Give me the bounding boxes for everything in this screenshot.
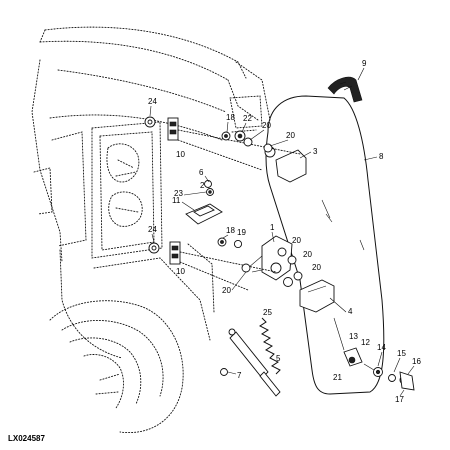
callout-25: 25 [263, 308, 272, 317]
callout-2: 2 [200, 181, 205, 190]
callout-20-upper-b: 20 [286, 131, 295, 140]
callout-4: 4 [348, 307, 353, 316]
door-stay-9 [327, 76, 363, 103]
callout-10-lower: 10 [176, 267, 185, 276]
callout-20-mid-a: 20 [292, 236, 301, 245]
callout-9: 9 [362, 59, 367, 68]
callout-20-mid-b: 20 [303, 250, 312, 259]
nuts-24 [144, 116, 160, 254]
callout-24-lower: 24 [148, 225, 157, 234]
upper-fasteners [221, 130, 273, 153]
callout-22: 22 [243, 114, 252, 123]
callout-14: 14 [377, 343, 386, 352]
callout-5: 5 [276, 354, 281, 363]
callout-17: 17 [395, 395, 404, 404]
latch-handle-4 [299, 279, 335, 313]
callout-8: 8 [379, 152, 384, 161]
callout-11: 11 [172, 196, 181, 205]
callout-6: 6 [199, 168, 204, 177]
door-glass-panel [265, 95, 385, 395]
striker-assembly [185, 180, 223, 225]
figure-code: LX024587 [8, 434, 45, 443]
callout-21: 21 [333, 373, 342, 382]
callout-18-lower: 18 [226, 226, 235, 235]
callout-20-upper-a: 20 [262, 121, 271, 130]
callout-13: 13 [349, 332, 358, 341]
lock-parts [333, 317, 415, 391]
callout-7: 7 [237, 371, 242, 380]
callout-10-upper: 10 [176, 150, 185, 159]
callout-1: 1 [270, 223, 275, 232]
upper-hinge-3 [264, 146, 307, 183]
lower-hinge-1 [247, 235, 293, 287]
callout-24-upper: 24 [148, 97, 157, 106]
cab-hinge-plates-10 [167, 117, 301, 291]
callout-18-upper: 18 [226, 113, 235, 122]
callout-labels: 1 2 3 4 5 6 7 8 9 10 10 11 12 13 14 15 1… [148, 59, 421, 404]
callout-20-mid-c: 20 [312, 263, 321, 272]
callout-12: 12 [361, 338, 370, 347]
callout-20-lower: 20 [222, 286, 231, 295]
callout-19: 19 [237, 228, 246, 237]
callout-15: 15 [397, 349, 406, 358]
lower-fasteners [217, 237, 303, 281]
callout-16: 16 [412, 357, 421, 366]
gas-strut-5 [228, 328, 281, 397]
callout-3: 3 [313, 147, 318, 156]
clip-7 [220, 368, 237, 376]
callout-23: 23 [174, 189, 183, 198]
spring-25 [259, 317, 281, 375]
